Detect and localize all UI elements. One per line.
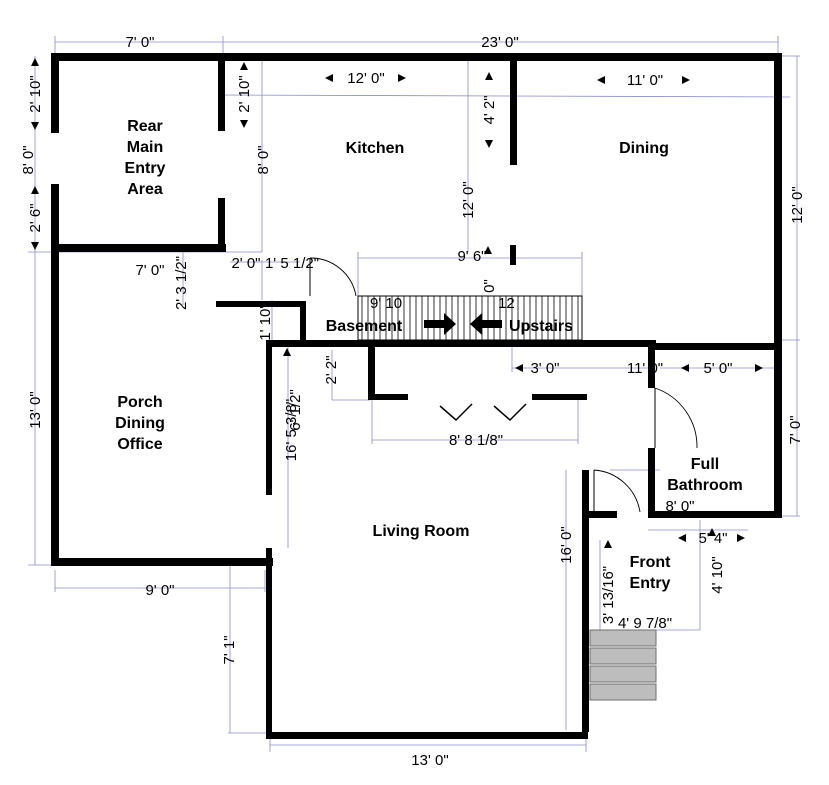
dim-2-3-half: 2' 3 1/2" [173, 256, 190, 310]
doors [309, 257, 698, 513]
dim-2-2: 2' 2" [323, 355, 340, 384]
dim-overlap-2: 6' 1/2" [287, 389, 304, 431]
stair-upstairs-label: Upstairs [509, 318, 573, 335]
dim-4-10: 4' 10" [709, 556, 726, 593]
front-steps [589, 629, 657, 701]
room-living: Living Room [373, 523, 470, 540]
dim-left-2-10: 2' 10" [27, 75, 44, 112]
dim-kitchen-12-0: 12' 0" [347, 70, 384, 87]
room-kitchen: Kitchen [346, 140, 405, 157]
room-label-line: Full [691, 456, 719, 473]
dim-16-0: 16' 0" [558, 526, 575, 563]
room-label-line: Entry [630, 575, 671, 592]
dim-3-13-16: 3' 13/16" [600, 566, 617, 624]
dim-rear-2-10: 2' 10" [236, 75, 253, 112]
dim-overlap-1: 16' 5 3/8" [283, 399, 300, 461]
dim-porch-7-0: 7' 0" [135, 262, 164, 279]
dim-dining-11-0: 11' 0" [627, 72, 663, 89]
room-label-line: Front [630, 554, 672, 571]
dim-left-2-6: 2' 6" [27, 203, 44, 232]
dim-bath-7-0: 7' 0" [787, 415, 804, 444]
room-label-line: Dining [115, 415, 165, 432]
room-front-entry: Front Entry [630, 554, 672, 592]
dim-left-13-0: 13' 0" [27, 391, 44, 428]
room-label-line: Main [127, 139, 163, 156]
dim-top-7-0: 7' 0" [125, 34, 154, 51]
dim-8-8: 8' 8 1/8" [449, 432, 503, 449]
dim-stair-0: 0" [481, 279, 498, 293]
dim-bath-5-4: 5' 4" [698, 530, 727, 547]
dim-rear-8-0: 8' 0" [255, 145, 272, 174]
room-full-bath: Full Bathroom [667, 456, 743, 494]
stair-partial-2: 12 [498, 295, 515, 312]
staircase [357, 295, 583, 341]
dim-left-8-0: 8' 0" [20, 145, 37, 174]
dim-1-5-half: 1' 5 1/2" [265, 255, 319, 272]
dim-4-9: 4' 9 7/8" [618, 615, 672, 632]
dim-stair-9-6: 9' 6" [457, 248, 486, 265]
dim-mid-12-0: 12' 0" [460, 181, 477, 218]
dim-11-0: 11' 0" [627, 360, 663, 377]
room-rear-entry: Rear Main Entry Area [125, 118, 166, 198]
stair-partial-1: 9' 10 [370, 295, 402, 312]
dim-2-0: 2' 0" [231, 255, 260, 272]
room-porch: Porch Dining Office [115, 394, 165, 453]
walls [51, 53, 782, 739]
room-label-line: Rear [127, 118, 163, 135]
dim-porch-9-0: 9' 0" [145, 582, 174, 599]
room-label-line: Entry [125, 160, 166, 177]
dim-5-0: 5' 0" [703, 360, 732, 377]
dim-bottom-13-0: 13' 0" [411, 752, 448, 769]
room-label-line: Bathroom [667, 477, 743, 494]
dimension-arrows [31, 58, 763, 548]
dim-7-1: 7' 1" [221, 635, 238, 664]
room-label-line: Office [117, 436, 162, 453]
room-dining: Dining [619, 140, 669, 157]
dim-bath-8-0: 8' 0" [665, 498, 694, 515]
room-label-line: Area [127, 181, 163, 198]
dim-1-10: 1' 10" [257, 303, 274, 340]
stair-basement-label: Basement [326, 318, 403, 335]
room-labels: Rear Main Entry Area Kitchen Dining Porc… [115, 118, 743, 592]
dim-3-0: 3' 0" [530, 360, 559, 377]
dim-mid-4-2: 4' 2" [481, 95, 498, 124]
dimension-labels: 7' 0" 23' 0" 12' 0" 11' 0" 7' 0" 9' 6" 2… [20, 34, 806, 769]
room-label-line: Porch [117, 394, 162, 411]
dim-right-12-0: 12' 0" [789, 186, 806, 223]
dim-top-23-0: 23' 0" [481, 34, 518, 51]
